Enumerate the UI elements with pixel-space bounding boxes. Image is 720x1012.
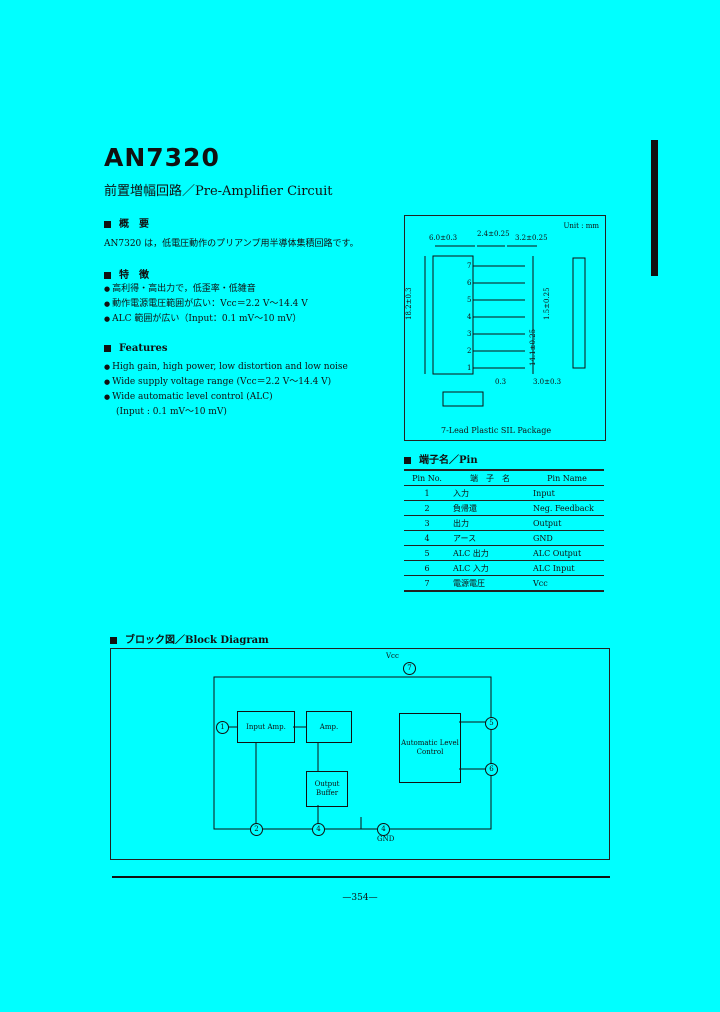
features-jp-heading: 特 徴	[104, 266, 149, 281]
list-item: Wide supply voltage range (Vcc＝2.2 V〜14.…	[104, 375, 348, 390]
list-item: Wide automatic level control (ALC)	[104, 390, 348, 405]
dim-label: 14.1±0.25	[529, 328, 537, 366]
gnd-label: GND	[377, 835, 395, 843]
list-item: ALC 範囲が広い（Input：0.1 mV〜10 mV）	[104, 312, 308, 327]
package-caption: 7-Lead Plastic SIL Package	[441, 426, 552, 435]
dim-label: 1.5±0.25	[543, 287, 551, 320]
dim-label: 3.2±0.25	[515, 234, 548, 242]
pin-number: 4	[467, 313, 472, 321]
features-en-list: High gain, high power, low distortion an…	[104, 360, 348, 420]
output-buffer-block: Output Buffer	[306, 771, 348, 807]
column-header: Pin Name	[530, 469, 604, 486]
pin-circle: 7	[403, 662, 416, 675]
column-header: Pin No.	[404, 469, 450, 486]
square-bullet-icon	[104, 272, 111, 279]
pin-number: 1	[467, 364, 472, 372]
dim-label: 3.0±0.3	[533, 378, 562, 386]
overview-text: AN7320 は，低電圧動作のプリアンプ用半導体集積回路です。	[104, 239, 359, 249]
part-number-title: AN7320	[104, 143, 220, 172]
pin-circle: 1	[216, 721, 229, 734]
square-bullet-icon	[110, 637, 117, 644]
block-diagram-heading: ブロック図／Block Diagram	[110, 631, 269, 646]
vcc-label: Vcc	[386, 652, 399, 660]
overview-heading: 概 要	[104, 215, 149, 230]
dim-label: 0.3	[495, 378, 507, 386]
dim-label: 18.2±0.3	[405, 287, 413, 320]
alc-block: Automatic Level Control	[399, 713, 461, 783]
list-item: (Input : 0.1 mV〜10 mV)	[116, 407, 227, 417]
page-number: —354—	[342, 893, 378, 903]
pin-circle: 4	[312, 823, 325, 836]
pin-circle: 6	[485, 763, 498, 776]
features-en-heading: Features	[104, 343, 168, 354]
list-item: 高利得・高出力で，低歪率・低雑音	[104, 282, 308, 297]
column-header: 端 子 名	[450, 469, 530, 486]
input-amp-block: Input Amp.	[237, 711, 295, 743]
pin-number: 7	[467, 262, 472, 270]
dim-label: 2.4±0.25	[477, 230, 510, 238]
pin-circle: 4	[377, 823, 390, 836]
pin-table-heading: 端子名／Pin	[404, 451, 478, 466]
amp-block: Amp.	[306, 711, 352, 743]
square-bullet-icon	[104, 221, 111, 228]
pin-number: 5	[467, 296, 472, 304]
square-bullet-icon	[404, 457, 411, 464]
footer-rule	[112, 876, 610, 878]
pin-number: 2	[467, 347, 472, 355]
dim-label: 6.0±0.3	[429, 234, 458, 242]
package-drawing: Unit : mm 6.0±0.3 2.4±0.25 3.2±0.25 18.2…	[404, 215, 606, 441]
unit-label: Unit : mm	[563, 222, 599, 230]
pin-number: 3	[467, 330, 472, 338]
pin-circle: 2	[250, 823, 263, 836]
list-item: High gain, high power, low distortion an…	[104, 360, 348, 375]
pin-number: 6	[467, 279, 472, 287]
list-item: 動作電源電圧範囲が広い：Vcc＝2.2 V〜14.4 V	[104, 297, 308, 312]
table-header-row: Pin No. 端 子 名 Pin Name	[404, 469, 604, 486]
square-bullet-icon	[104, 345, 111, 352]
diagram-wires	[213, 676, 492, 830]
features-jp-list: 高利得・高出力で，低歪率・低雑音 動作電源電圧範囲が広い：Vcc＝2.2 V〜1…	[104, 282, 308, 327]
pin-circle: 5	[485, 717, 498, 730]
margin-bar	[651, 140, 658, 276]
package-outline	[424, 245, 586, 407]
page-subtitle: 前置増幅回路／Pre-Amplifier Circuit	[104, 184, 333, 199]
block-diagram: Input Amp. Amp. Output Buffer Automatic …	[110, 648, 610, 860]
